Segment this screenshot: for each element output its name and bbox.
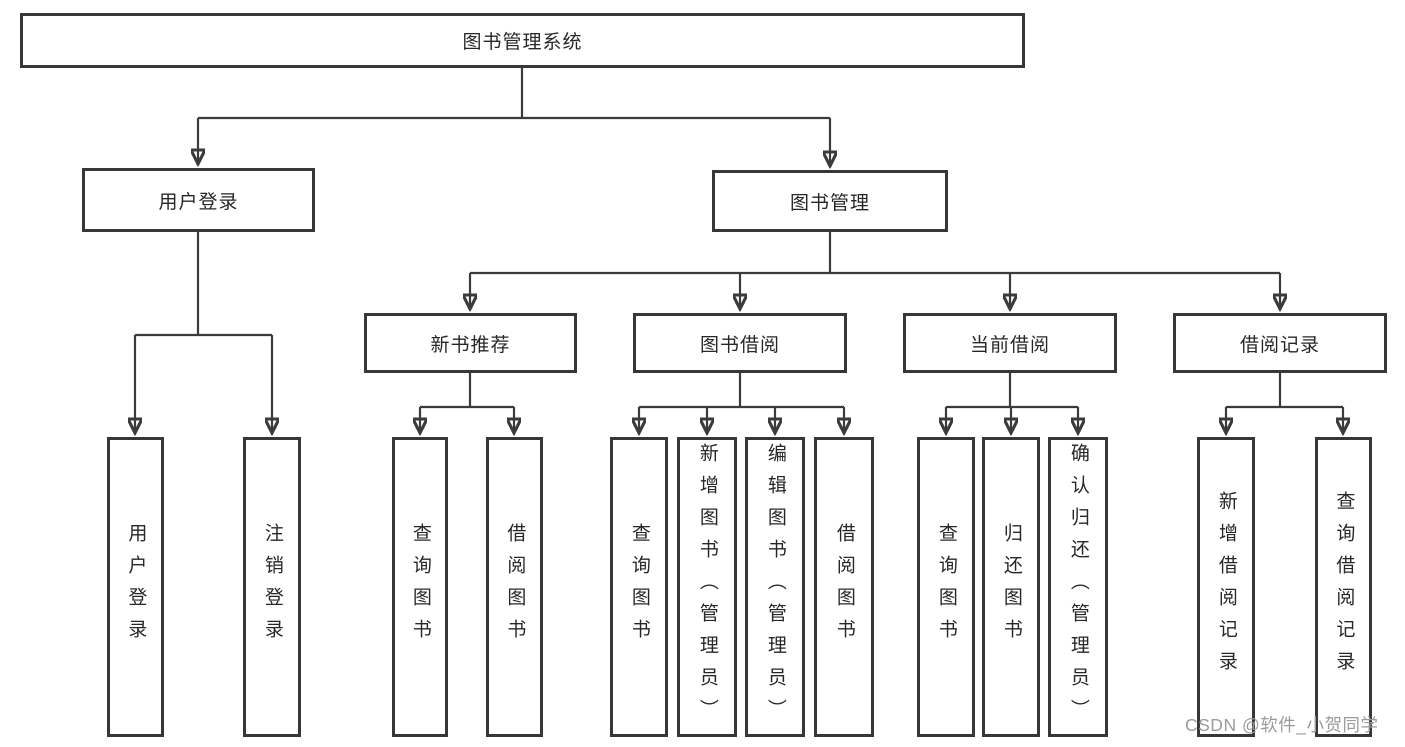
node-label: 图书管理 [789,192,870,214]
leaf-borrow-books-borrow: 借阅图书 [814,437,874,737]
node-book-borrowing: 图书借阅 [633,313,847,373]
connectors-book-borrowing [639,373,844,433]
node-label: 新书推荐 [430,334,511,356]
leaf-confirm-return-admin: 确认归还（管理员） [1048,437,1108,737]
node-label: 归还图书 [1000,523,1022,651]
node-label: 查询图书 [628,523,650,651]
connectors-borrowing-records [1226,373,1343,433]
leaf-user-login: 用户登录 [107,437,164,737]
leaf-query-books-current: 查询图书 [917,437,975,737]
node-label: 注销登录 [261,523,283,651]
connectors-current-borrowing [946,373,1078,433]
leaf-logout: 注销登录 [243,437,301,737]
leaf-return-book: 归还图书 [982,437,1040,737]
node-label: 查询图书 [409,523,431,651]
node-label: 借阅记录 [1239,334,1320,356]
leaf-query-books-recommend: 查询图书 [392,437,448,737]
node-label: 当前借阅 [969,334,1050,356]
leaf-borrow-books-recommend: 借阅图书 [486,437,543,737]
node-borrowing-records: 借阅记录 [1173,313,1387,373]
node-label: 借阅图书 [833,523,855,651]
node-new-book-recommendation: 新书推荐 [364,313,577,373]
connectors-root [198,68,830,166]
connectors-book-management [470,232,1280,309]
node-label: 用户登录 [125,523,147,651]
node-label: 图书管理系统 [462,32,583,53]
node-label: 查询借阅记录 [1333,491,1355,683]
connectors-new-book-recommendation [420,373,514,433]
node-book-management: 图书管理 [712,170,948,232]
node-user-login: 用户登录 [82,168,315,232]
node-label: 新增借阅记录 [1215,491,1237,683]
leaf-query-borrow-record: 查询借阅记录 [1315,437,1372,737]
connectors-user-login [135,232,272,433]
leaf-add-book-admin: 新增图书（管理员） [677,437,737,737]
node-label: 编辑图书（管理员） [764,443,786,731]
leaf-add-borrow-record: 新增借阅记录 [1197,437,1255,737]
leaf-query-books-borrow: 查询图书 [610,437,668,737]
node-label: 确认归还（管理员） [1067,443,1089,731]
node-label: 查询图书 [935,523,957,651]
node-label: 借阅图书 [504,523,526,651]
node-label: 用户登录 [158,191,239,213]
watermark: CSDN @软件_小贺同学 [1185,715,1379,735]
leaf-edit-book-admin: 编辑图书（管理员） [745,437,805,737]
node-current-borrowing: 当前借阅 [903,313,1117,373]
node-label: 新增图书（管理员） [696,443,718,731]
node-label: 图书借阅 [699,334,780,356]
node-library-management-system: 图书管理系统 [20,13,1025,68]
